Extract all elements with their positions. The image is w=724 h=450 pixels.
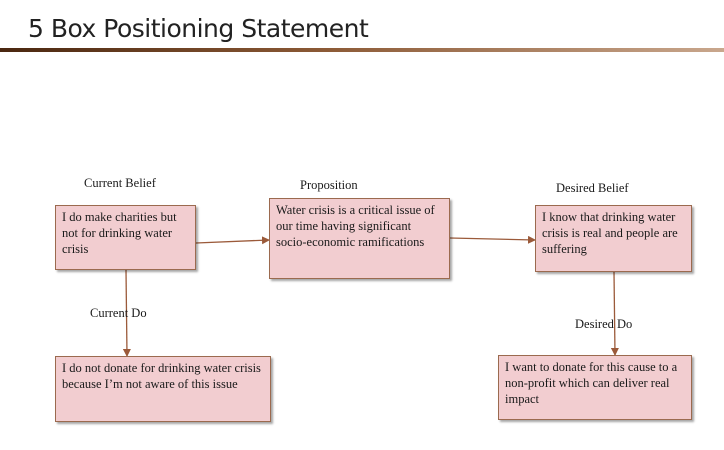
current-belief-text: I do make charities but not for drinking… [62, 210, 177, 256]
current-do-label: Current Do [90, 306, 147, 320]
arrow-current-belief-to-current-do [122, 269, 131, 357]
desired-belief-label: Desired Belief [556, 181, 629, 195]
arrow-desired-belief-to-desired-do [610, 271, 619, 356]
current-do-box: I do not donate for drinking water crisi… [55, 356, 271, 422]
desired-belief-box: I know that drinking water crisis is rea… [535, 205, 692, 272]
desired-do-box: I want to donate for this cause to a non… [498, 355, 692, 420]
proposition-text: Water crisis is a critical issue of our … [276, 203, 435, 249]
current-belief-box: I do make charities but not for drinking… [55, 205, 196, 270]
page-title: 5 Box Positioning Statement [28, 14, 369, 43]
proposition-box: Water crisis is a critical issue of our … [269, 198, 450, 279]
current-do-text: I do not donate for drinking water crisi… [62, 361, 261, 391]
proposition-label: Proposition [300, 178, 358, 192]
title-divider [0, 48, 724, 52]
desired-do-label: Desired Do [575, 317, 633, 331]
desired-belief-text: I know that drinking water crisis is rea… [542, 210, 678, 256]
desired-do-text: I want to donate for this cause to a non… [505, 360, 678, 406]
arrow-proposition-to-desired-belief [449, 235, 536, 244]
current-belief-label: Current Belief [84, 176, 156, 190]
arrow-current-belief-to-proposition [195, 236, 270, 245]
